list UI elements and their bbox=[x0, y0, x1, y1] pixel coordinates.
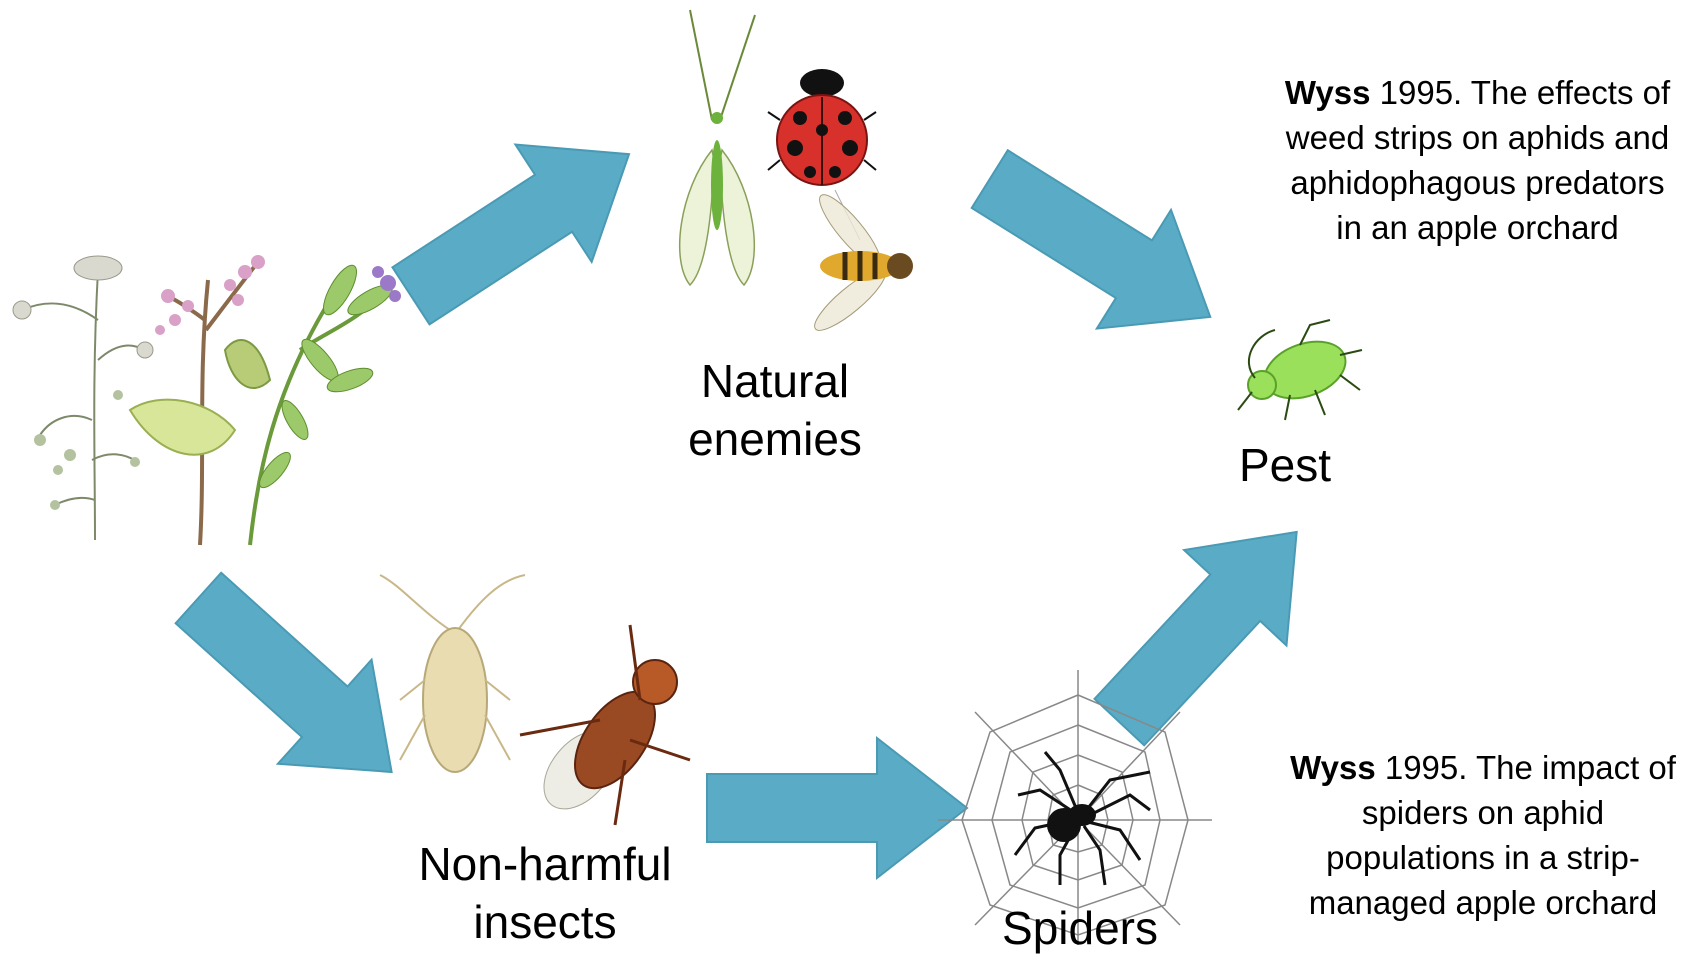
arrow-natural-enemies-to-pest bbox=[953, 120, 1248, 377]
reference-author: Wyss bbox=[1290, 749, 1376, 786]
weed-plants-illustration bbox=[13, 255, 401, 545]
ladybird-icon bbox=[768, 69, 876, 185]
mirid-bug-icon bbox=[380, 575, 525, 772]
arrow-spiders-to-pest bbox=[1068, 484, 1348, 770]
aphid-icon bbox=[1238, 320, 1362, 420]
reference-weed-strips: Wyss 1995. The effects of weed strips on… bbox=[1275, 70, 1680, 250]
reference-author: Wyss bbox=[1285, 74, 1371, 111]
spiders-label: Spiders bbox=[980, 899, 1180, 957]
fly-icon bbox=[520, 625, 690, 825]
non-harmful-insects-label: Non-harmful insects bbox=[395, 835, 695, 951]
hoverfly-icon bbox=[808, 188, 913, 338]
pest-label: Pest bbox=[1215, 436, 1355, 494]
arrow-plants-to-non-harmful bbox=[152, 546, 439, 824]
lacewing-icon bbox=[680, 10, 755, 285]
natural-enemies-label: Natural enemies bbox=[650, 352, 900, 468]
arrow-non-harmful-to-spiders bbox=[707, 738, 967, 878]
reference-spiders-impact: Wyss 1995. The impact of spiders on aphi… bbox=[1278, 745, 1688, 925]
arrow-plants-to-natural-enemies bbox=[373, 95, 667, 354]
